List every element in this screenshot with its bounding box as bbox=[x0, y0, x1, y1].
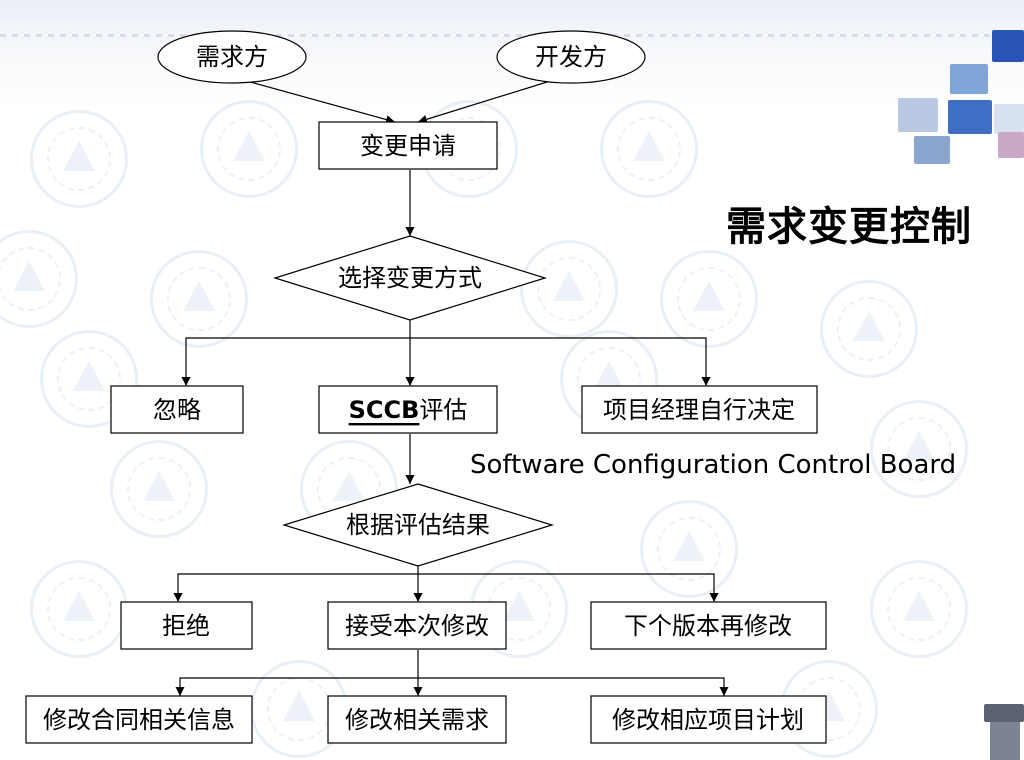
node-next-version: 下个版本再修改 bbox=[590, 601, 827, 650]
connectors bbox=[173, 77, 729, 696]
sccb-expansion-caption: Software Configuration Control Board bbox=[470, 450, 957, 480]
node-modify-plan: 修改相应项目计划 bbox=[590, 695, 827, 744]
svg-text:修改相应项目计划: 修改相应项目计划 bbox=[612, 706, 804, 734]
svg-text:变更申请: 变更申请 bbox=[360, 132, 456, 160]
svg-text:选择变更方式: 选择变更方式 bbox=[338, 264, 482, 292]
arrow-choose-to-pm bbox=[410, 337, 711, 386]
corner-decoration-tiles bbox=[874, 0, 1024, 170]
arrow-accept-to-plan bbox=[418, 677, 729, 696]
podium-logo bbox=[978, 698, 1024, 760]
decision-choose-method: 选择变更方式 bbox=[272, 235, 548, 321]
svg-text:根据评估结果: 根据评估结果 bbox=[346, 511, 490, 539]
arrow-result-to-reject bbox=[173, 573, 418, 602]
svg-text:拒绝: 拒绝 bbox=[162, 612, 210, 640]
arrow-accept-to-contract bbox=[175, 677, 418, 696]
svg-text:下个版本再修改: 下个版本再修改 bbox=[624, 612, 792, 640]
node-reject: 拒绝 bbox=[120, 601, 253, 650]
arrow-choose-to-ignore bbox=[181, 337, 410, 386]
arrow-requester-to-request bbox=[235, 77, 396, 124]
decision-by-result: 根据评估结果 bbox=[281, 483, 555, 567]
svg-text:开发方: 开发方 bbox=[535, 43, 607, 71]
svg-text:接受本次修改: 接受本次修改 bbox=[345, 612, 489, 640]
node-accept: 接受本次修改 bbox=[327, 601, 507, 650]
svg-text:忽略: 忽略 bbox=[153, 396, 201, 424]
svg-text:修改合同相关信息: 修改合同相关信息 bbox=[43, 706, 235, 734]
arrow-result-to-next-version bbox=[418, 573, 719, 602]
svg-text:SCCB评估: SCCB评估 bbox=[349, 396, 468, 424]
sccb-label: SCCB bbox=[349, 396, 420, 424]
arrow-developer-to-request bbox=[417, 77, 561, 124]
node-modify-requirements: 修改相关需求 bbox=[327, 695, 507, 744]
svg-text:需求方: 需求方 bbox=[196, 43, 268, 71]
node-developer: 开发方 bbox=[496, 30, 646, 84]
node-change-request: 变更申请 bbox=[318, 121, 498, 170]
svg-text:项目经理自行决定: 项目经理自行决定 bbox=[603, 396, 795, 424]
svg-text:修改相关需求: 修改相关需求 bbox=[345, 706, 489, 734]
node-pm-decides: 项目经理自行决定 bbox=[581, 385, 818, 434]
slide-title: 需求变更控制 bbox=[726, 204, 972, 250]
node-requester: 需求方 bbox=[157, 30, 307, 84]
node-modify-contract: 修改合同相关信息 bbox=[25, 695, 253, 744]
node-sccb-evaluation: SCCB评估 bbox=[318, 385, 498, 434]
node-ignore: 忽略 bbox=[110, 385, 244, 434]
